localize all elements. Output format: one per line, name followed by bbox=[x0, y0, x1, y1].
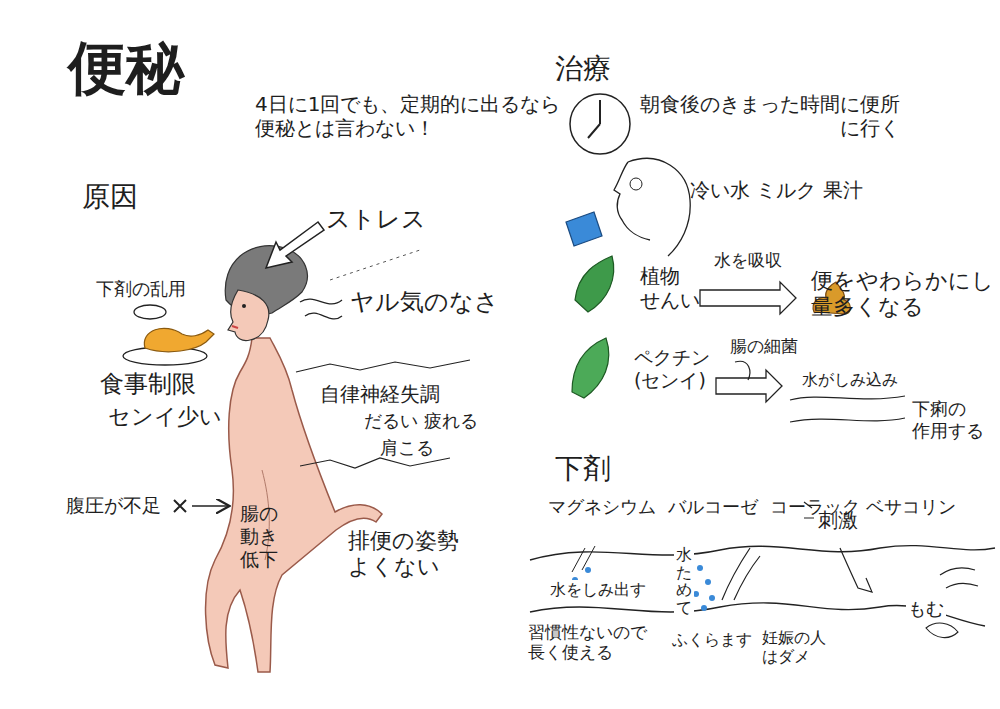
label: 下剤 bbox=[555, 452, 611, 486]
label: 習慣性ないので 長く使える bbox=[528, 622, 647, 663]
drinking-face bbox=[566, 158, 690, 256]
label: だるい 疲れる bbox=[364, 410, 478, 432]
leaf bbox=[572, 338, 609, 398]
label: 下痢の 作用する bbox=[912, 398, 984, 441]
label: 水がしみ込み bbox=[800, 370, 900, 389]
intestine-wall bbox=[530, 546, 995, 560]
label: 自律神経失調 bbox=[320, 382, 440, 406]
label: 植物 せんい bbox=[640, 264, 700, 312]
label: 便をやわらかにし 量多くなる bbox=[811, 268, 994, 321]
label: 刺激 bbox=[818, 508, 858, 532]
label: マグネシウム bbox=[548, 496, 656, 518]
label: 冷い水 ミルク 果汁 bbox=[690, 178, 863, 202]
label: バルコーゼ bbox=[668, 496, 758, 518]
label: 排便の姿勢 よくない bbox=[348, 528, 459, 581]
label: ベサコリン bbox=[866, 496, 956, 518]
label: 妊娠の人 はダメ bbox=[762, 628, 826, 666]
clock bbox=[570, 94, 630, 154]
label: 朝食後のきまった時間に便所 に行く bbox=[640, 92, 900, 140]
label: 原因 bbox=[82, 180, 138, 214]
label: 水を吸収 bbox=[714, 250, 782, 270]
label: 4日に1回でも、定期的に出るなら 便秘とは言わない！ bbox=[255, 92, 560, 140]
label: ペクチン (センイ) bbox=[634, 346, 710, 392]
label: 腸の 動き 低下 bbox=[240, 502, 278, 570]
stress-arrow bbox=[266, 222, 324, 268]
chicken bbox=[144, 328, 214, 351]
label: 食事制限 bbox=[100, 370, 196, 399]
title: 便秘 bbox=[68, 34, 184, 104]
label: センイ少い bbox=[108, 404, 222, 430]
label: ストレス bbox=[326, 205, 426, 234]
label: 下剤の乱用 bbox=[96, 278, 186, 300]
pill bbox=[134, 305, 166, 319]
leaf bbox=[575, 256, 614, 312]
label: ふくらます bbox=[670, 630, 754, 649]
label: 水をしみ出す bbox=[548, 580, 648, 599]
label: もむ bbox=[906, 598, 946, 620]
label: 治療 bbox=[555, 52, 611, 86]
label: 水ためて bbox=[674, 546, 694, 616]
label: 腹圧が不足 bbox=[66, 494, 161, 517]
label: 腸の細菌 bbox=[730, 336, 798, 356]
label: 肩こる bbox=[380, 437, 434, 459]
label: ヤル気のなさ bbox=[350, 288, 499, 317]
